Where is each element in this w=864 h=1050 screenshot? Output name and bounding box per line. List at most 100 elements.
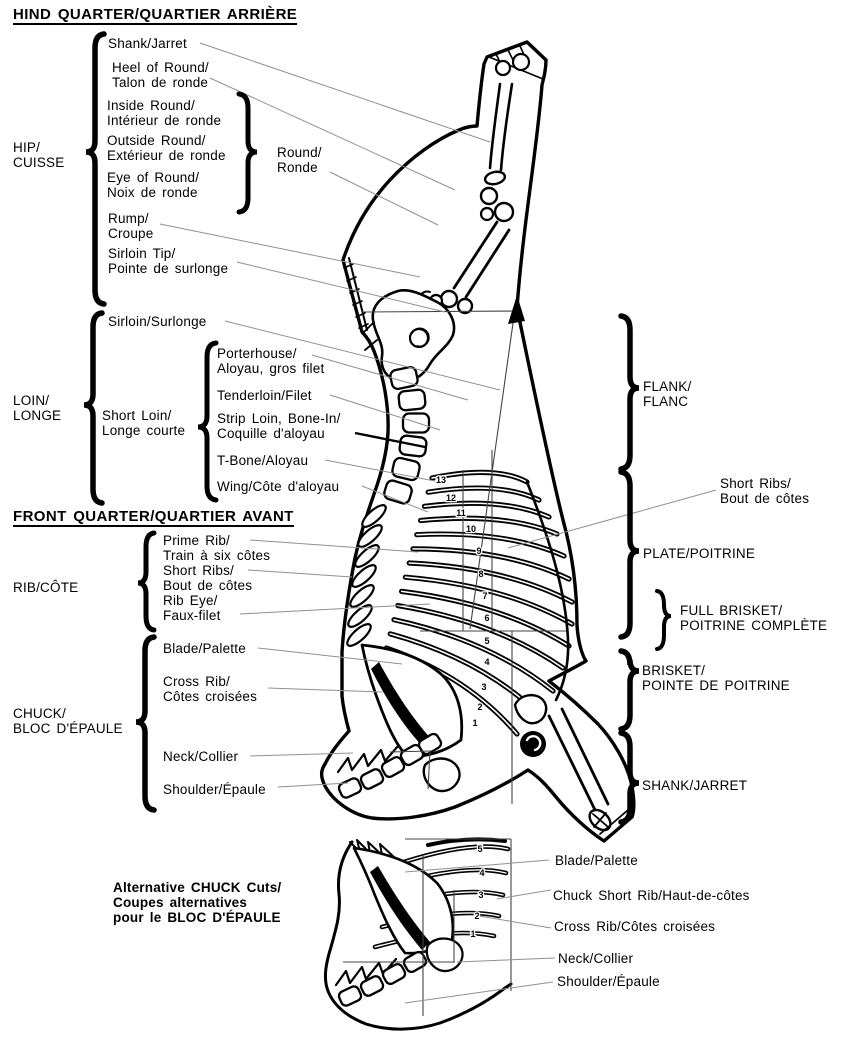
scapula [360,643,464,759]
label-hip-group: HIP/ CUISSE [13,140,64,170]
label-porterhouse-line1: Porterhouse/ [217,346,297,361]
label-full-brisket-line2: POITRINE COMPLÈTE [680,618,828,633]
rib-bone-highlight [403,845,509,863]
label-wing: Wing/Côte d'aloyau [217,479,340,494]
leader-line [496,889,552,900]
rib-bone-highlight [412,548,570,580]
label-chuck-line1: CHUCK/ [13,706,66,721]
front-quarter-header: FRONT QUARTER/QUARTIER AVANT [13,508,294,527]
rib-number: 8 [478,569,483,579]
label-short-ribs-right: Short Ribs/ Bout de côtes [720,476,809,506]
label-alt-shoulder: Shoulder/Épaule [557,974,660,989]
rib-number: 13 [436,475,446,485]
label-short-ribs-left-line1: Short Ribs/ [163,563,234,578]
leader-line [324,459,441,483]
label-rib-eye: Rib Eye/ Faux-filet [163,593,221,623]
leader-line [199,42,491,143]
label-flank-line2: FLANC [643,394,689,409]
label-rump-line1: Rump/ [108,211,149,226]
label-alt-chuck-short-rib: Chuck Short Rib/Haut-de-côtes [553,888,750,903]
label-cross-rib-line2: Côtes croisées [163,689,258,704]
rib-number: 1 [470,929,475,939]
label-rump: Rump/ Croupe [108,211,153,241]
label-inside-round: Inside Round/ Intérieur de ronde [107,98,221,128]
rib-bone-highlight [393,618,554,692]
label-alt-cross-rib: Cross Rib/Côtes croisées [554,919,716,934]
label-strip-loin-line1: Strip Loin, Bone-In/ [217,411,341,426]
flank-arrow [508,295,525,324]
rib-number: 3 [481,682,486,692]
leader-line [224,320,501,391]
label-heel-line1: Heel of Round/ [112,60,209,75]
rib-number: 5 [477,844,482,854]
leader-line [277,782,349,788]
label-short-ribs-left: Short Ribs/ Bout de côtes [163,563,252,593]
label-inside-round-line2: Intérieur de ronde [107,113,222,128]
rib-number: 11 [456,508,466,518]
label-short-loin-line2: Longe courte [102,423,186,438]
label-strip-loin-line2: Coquille d'aloyau [217,426,325,441]
label-prime-rib-line2: Train à six côtes [163,548,271,563]
leader-line [329,171,439,226]
leader-line [249,539,419,553]
leader-line [478,915,552,929]
leader-line [404,981,554,1004]
leader-line [329,394,441,431]
brace-shank [618,730,640,825]
rib-bone-highlight [408,562,573,603]
rib-number: 9 [476,546,481,556]
label-chuck-line2: BLOC D'ÉPAULE [13,721,123,736]
label-eye-of-round: Eye of Round/ Noix de ronde [107,170,199,200]
label-sirloin: Sirloin/Surlonge [108,314,207,329]
brace-chuck [135,634,157,813]
label-hip-line2: CUISSE [13,155,65,170]
label-heel-line2: Talon de ronde [112,75,209,90]
rib-bone-highlight [431,471,528,483]
label-heel-of-round: Heel of Round/ Talon de ronde [112,60,209,90]
label-alt-neck: Neck/Collier [558,951,634,966]
rib-number: 1 [472,718,477,728]
rib-bone [395,602,566,671]
brace-hip [85,31,107,307]
label-strip-loin: Strip Loin, Bone-In/ Coquille d'aloyau [217,411,341,441]
label-brisket-line2: POINTE DE POITRINE [642,678,790,693]
label-loin-line1: LOIN/ [13,393,50,408]
label-porterhouse: Porterhouse/ Aloyau, gros filet [217,346,324,376]
label-short-ribs-right-line1: Short Ribs/ [720,476,791,491]
brace-loin [83,310,105,506]
label-neck: Neck/Collier [163,749,239,764]
inset-outline [323,840,513,1031]
rib-number: 2 [474,911,479,921]
label-prime-rib: Prime Rib/ Train à six côtes [163,533,270,563]
label-round-ronde: Round/ Ronde [277,145,322,175]
label-loin-line2: LONGE [13,408,62,423]
label-brisket-line1: BRISKET/ [642,663,706,678]
label-full-brisket-line1: FULL BRISKET/ [680,603,783,618]
cut-lines [343,310,566,1016]
label-t-bone: T-Bone/Aloyau [217,453,309,468]
rib-number: 4 [479,868,484,878]
label-inside-round-line1: Inside Round/ [107,98,195,113]
label-flank: FLANK/ FLANC [643,379,691,409]
leader-line [236,261,446,313]
label-alt-chuck-line2: Coupes alternatives [113,895,248,910]
label-alt-chuck-title: Alternative CHUCK Cuts/ Coupes alternati… [113,880,281,925]
label-flank-line1: FLANK/ [643,379,692,394]
brace-full-brisket [655,589,672,651]
rib-number: 5 [484,636,489,646]
leader-line [507,489,717,549]
label-alt-blade: Blade/Palette [555,853,638,868]
label-alt-chuck-line3: pour le BLOC D'ÉPAULE [113,910,281,925]
label-alt-chuck-line1: Alternative CHUCK Cuts/ [113,880,282,895]
leader-line [249,752,354,757]
label-rump-line2: Croupe [108,226,154,241]
label-brisket: BRISKET/ POINTE DE POITRINE [642,663,790,693]
rib-number: 4 [484,657,489,667]
rib-number: 10 [466,524,476,534]
rib-number: 3 [478,890,483,900]
rib-number: 2 [477,702,482,712]
rib-bone-highlight [400,590,570,647]
brace-plate [618,469,640,640]
label-sirloin-tip: Sirloin Tip/ Pointe de surlonge [108,246,228,276]
